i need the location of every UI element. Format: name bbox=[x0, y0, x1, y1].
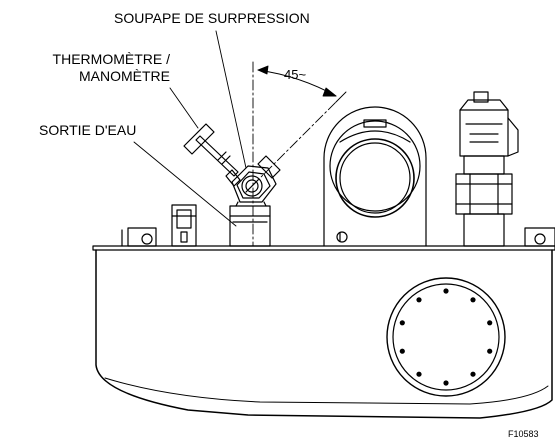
relief-valve bbox=[225, 155, 281, 207]
cover-bolt bbox=[416, 371, 422, 377]
sensor-fitting bbox=[455, 91, 519, 247]
front-panel-edge bbox=[104, 377, 549, 405]
leader-lines bbox=[133, 30, 247, 227]
angle-dimension bbox=[257, 65, 347, 103]
cover-bolt bbox=[399, 320, 405, 326]
cover-bolt bbox=[443, 288, 449, 294]
cover-bolt bbox=[487, 320, 493, 326]
leader-water-outlet bbox=[133, 141, 237, 227]
label-relief-valve: SOUPAPE DE SURPRESSION bbox=[114, 10, 310, 26]
label-water-outlet: SORTIE D'EAU bbox=[39, 122, 137, 138]
thermometer-gauge bbox=[183, 123, 239, 177]
cover-bolt bbox=[487, 348, 493, 354]
small-plug bbox=[336, 231, 348, 243]
mounting-lug-right bbox=[524, 227, 555, 247]
inspection-cover bbox=[386, 277, 506, 397]
cover-bolts bbox=[399, 288, 493, 386]
cover-bolt bbox=[416, 297, 422, 303]
boiler-body bbox=[92, 245, 555, 419]
connector-box bbox=[171, 204, 197, 247]
angle-reference bbox=[251, 61, 337, 247]
cover-bolt bbox=[443, 380, 449, 386]
label-thermometer-line1: THERMOMÈTRE / bbox=[52, 51, 170, 67]
mounting-lug-left bbox=[127, 227, 157, 247]
leader-relief-valve bbox=[215, 30, 247, 169]
label-thermometer-line2: MANOMÈTRE bbox=[79, 68, 170, 84]
sight-glass-tower bbox=[323, 106, 427, 247]
body-outline bbox=[95, 249, 553, 419]
leader-thermometer bbox=[169, 87, 199, 129]
cover-bolt bbox=[399, 348, 405, 354]
cover-bolt bbox=[470, 371, 476, 377]
cover-bolt bbox=[470, 297, 476, 303]
label-angle: 45~ bbox=[284, 67, 307, 82]
figure-id: F10583 bbox=[508, 429, 539, 439]
water-outlet-pipe bbox=[229, 205, 271, 247]
